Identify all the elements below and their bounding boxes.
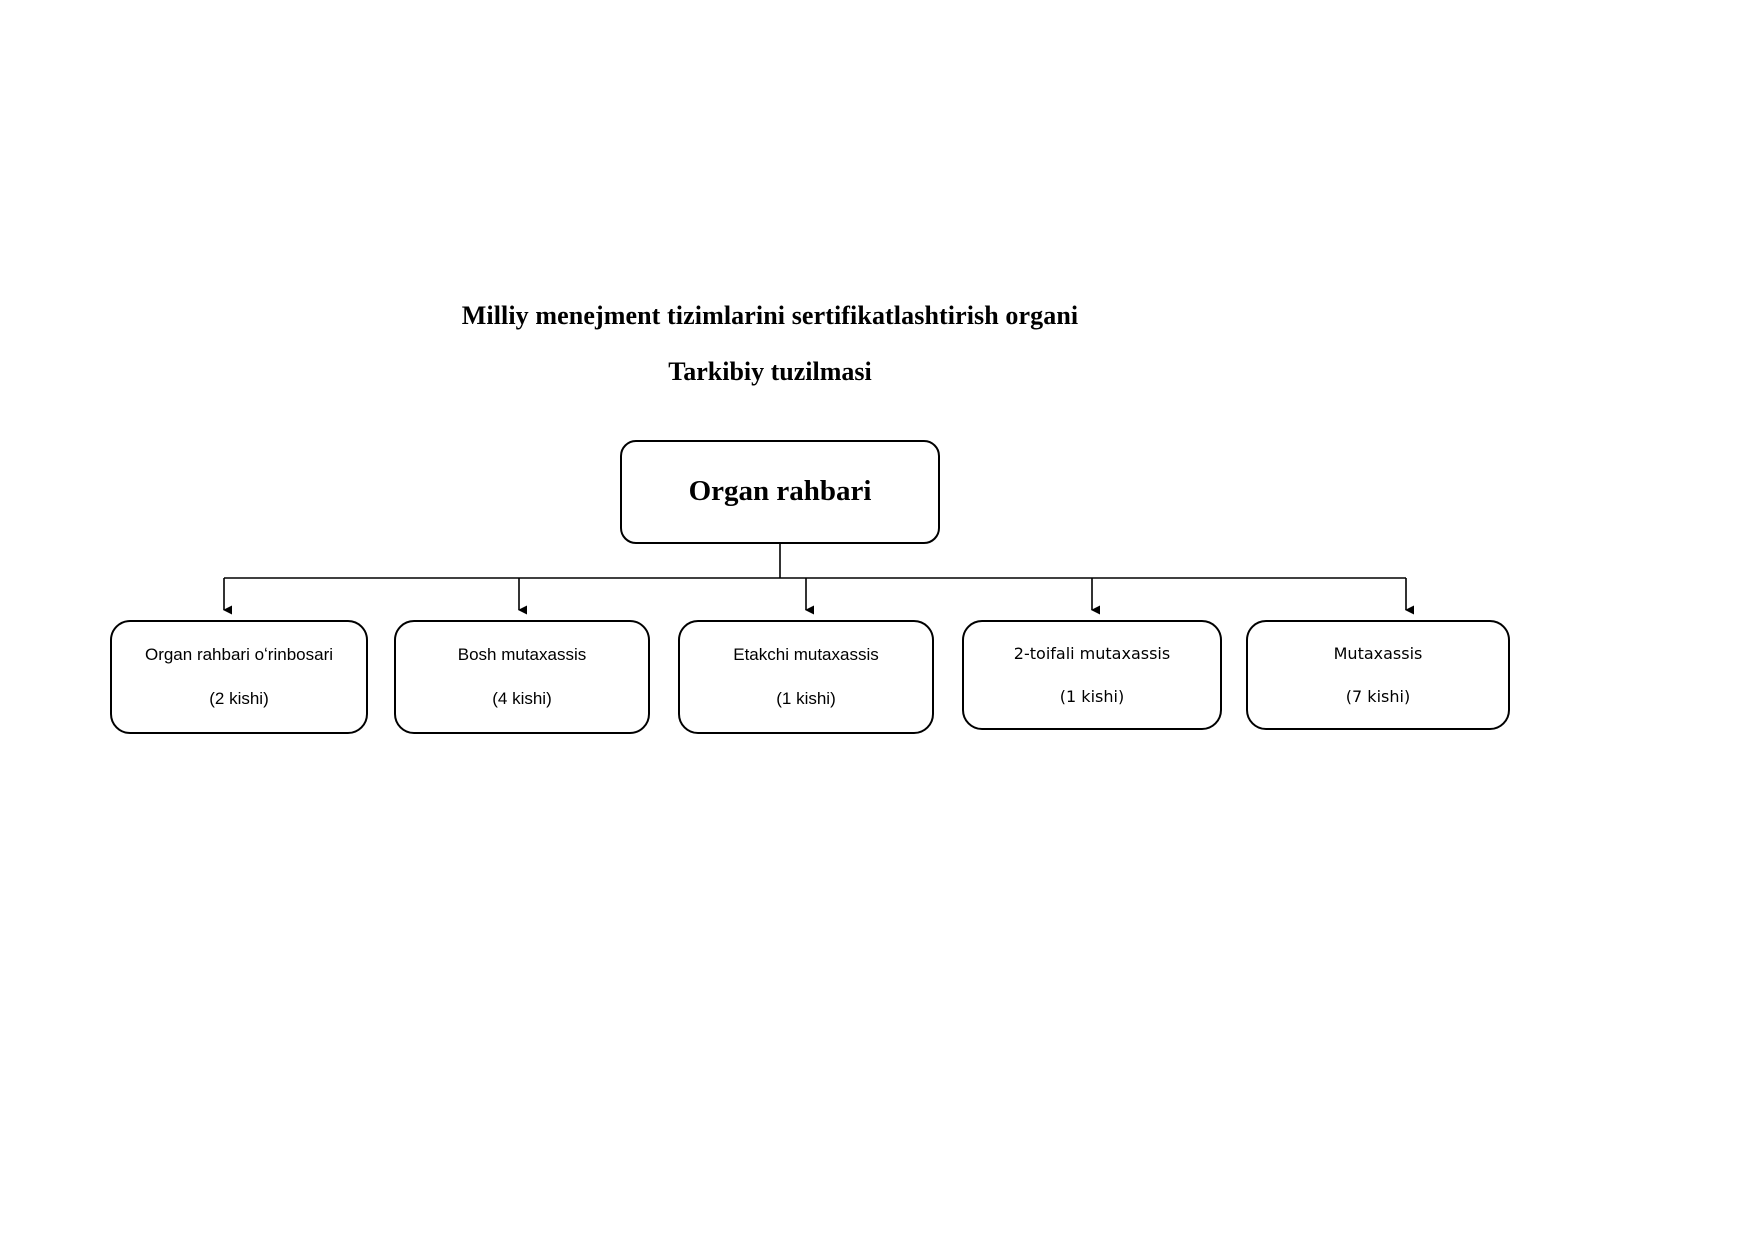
node-organ-rahbari-orinbosari[interactable]: Organ rahbari oʻrinbosari (2 kishi) <box>110 620 368 734</box>
node-headcount: (7 kishi) <box>1345 686 1411 706</box>
node-bosh-mutaxassis[interactable]: Bosh mutaxassis (4 kishi) <box>394 620 650 734</box>
page-title-line-1: Milliy menejment tizimlarini sertifikatl… <box>461 301 1079 330</box>
node-label: 2-toifali mutaxassis <box>1013 644 1171 664</box>
chart-heading: Milliy menejment tizimlarini sertifikatl… <box>0 300 1540 387</box>
node-root[interactable]: Organ rahbari <box>620 440 940 544</box>
node-label: Mutaxassis <box>1333 644 1423 664</box>
node-2-toifali-mutaxassis[interactable]: 2-toifali mutaxassis (1 kishi) <box>962 620 1222 730</box>
page-title-line-2: Tarkibiy tuzilmasi <box>668 357 872 387</box>
node-label: Bosh mutaxassis <box>457 645 587 665</box>
node-mutaxassis[interactable]: Mutaxassis (7 kishi) <box>1246 620 1510 730</box>
node-headcount: (2 kishi) <box>209 688 269 708</box>
node-root-label: Organ rahbari <box>688 475 872 508</box>
node-headcount: (4 kishi) <box>492 688 552 708</box>
node-label: Etakchi mutaxassis <box>733 645 879 665</box>
node-headcount: (1 kishi) <box>776 688 836 708</box>
node-label: Organ rahbari oʻrinbosari <box>144 645 334 665</box>
node-headcount: (1 kishi) <box>1059 686 1125 706</box>
node-etakchi-mutaxassis[interactable]: Etakchi mutaxassis (1 kishi) <box>678 620 934 734</box>
